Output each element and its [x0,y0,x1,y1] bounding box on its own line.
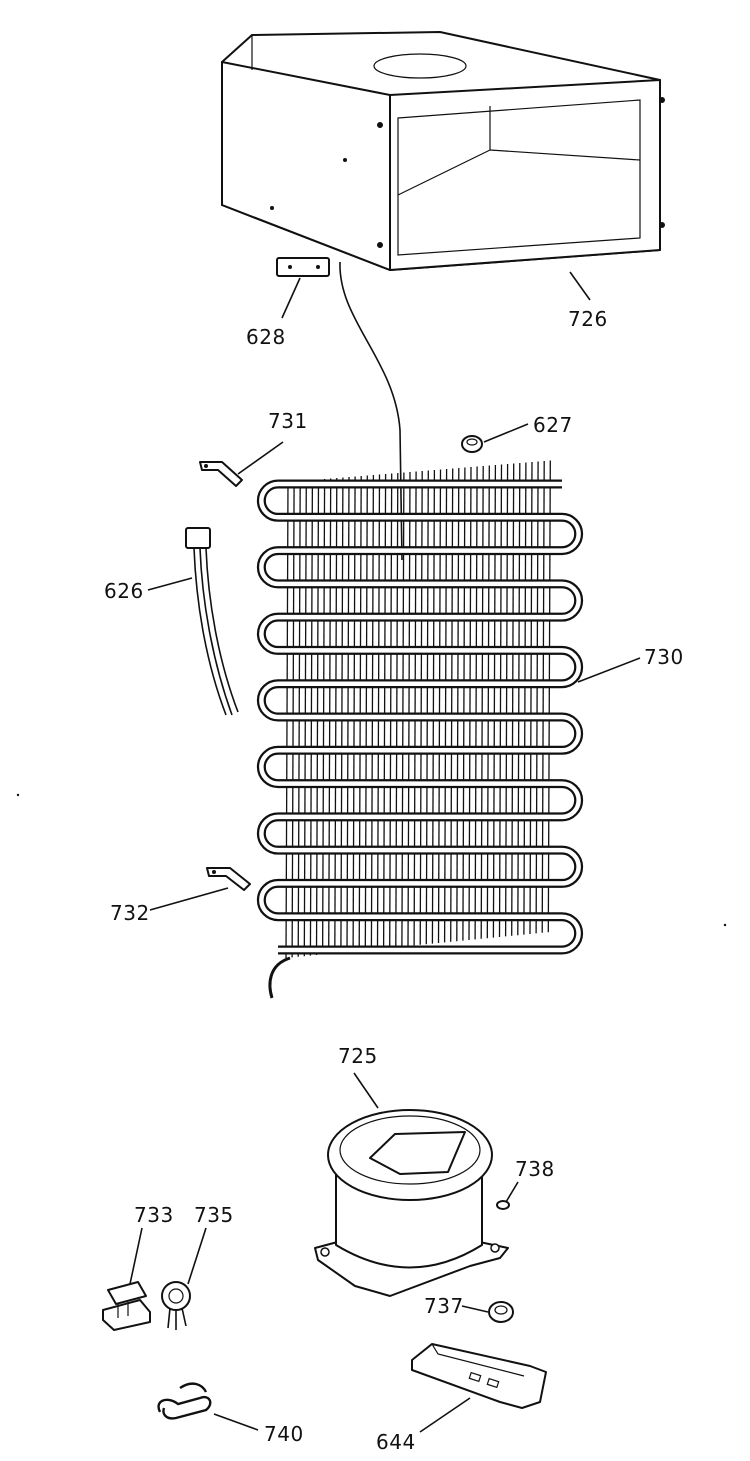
part-735-overload [161,1281,191,1330]
label-733: 733 [134,1203,174,1227]
label-627: 627 [533,413,573,437]
part-731-clip [199,461,243,487]
label-726: 726 [568,307,608,331]
label-725: 725 [338,1044,378,1068]
part-644-bracket [411,1343,547,1409]
label-628: 628 [246,325,286,349]
label-740: 740 [264,1422,304,1446]
drain-tube [339,261,403,561]
part-726-pan [221,31,665,271]
part-626-harness [185,527,239,716]
part-740-clip [157,1382,212,1420]
part-730-condenser [256,460,584,999]
stray-dot [723,923,727,927]
label-626: 626 [104,579,144,603]
label-732: 732 [110,901,150,925]
leader-lines [129,271,641,1433]
part-725-compressor [314,1109,509,1297]
label-737: 737 [424,1294,464,1318]
part-738-washer [496,1200,510,1210]
part-628-bracket [276,257,330,277]
label-730: 730 [644,645,684,669]
callout-labels: 726 628 731 627 626 730 732 725 738 733 … [104,307,684,1454]
label-735: 735 [194,1203,234,1227]
label-738: 738 [515,1157,555,1181]
part-627-grommet [461,435,483,453]
part-733-relay [102,1281,151,1331]
label-731: 731 [268,409,308,433]
part-732-clip [206,867,251,891]
part-737-grommet [488,1301,514,1323]
stray-dot [16,793,20,797]
label-644: 644 [376,1430,416,1454]
